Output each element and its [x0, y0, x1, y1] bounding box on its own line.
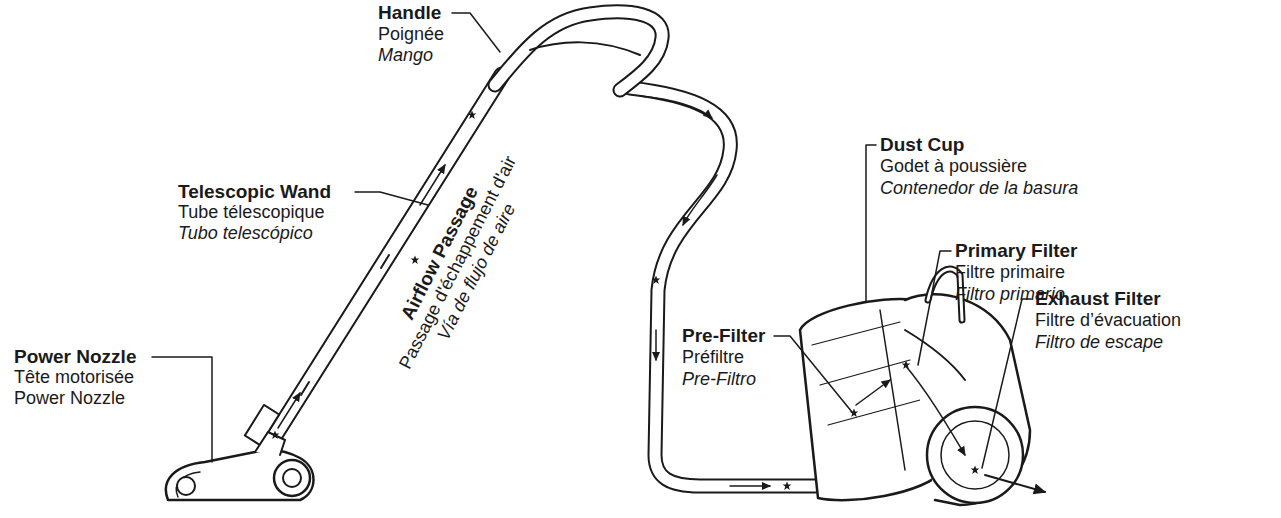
- part-name-es: Tubo telescópico: [178, 223, 313, 244]
- part-name-es: Power Nozzle: [14, 388, 125, 409]
- part-name: Power Nozzle: [14, 346, 136, 367]
- part-name-fr: Tube télescopique: [178, 202, 324, 223]
- part-name: Pre-Filter: [682, 325, 765, 346]
- part-name-es: Mango: [378, 45, 433, 66]
- part-name-fr: Poignée: [378, 24, 444, 45]
- part-name: Dust Cup: [880, 134, 964, 155]
- part-name: Handle: [378, 2, 441, 23]
- part-name: Airflow Passage: [353, 96, 526, 408]
- part-name: Primary Filter: [955, 240, 1078, 261]
- part-name-fr: Préfiltre: [682, 347, 744, 368]
- part-name-fr: Godet à poussière: [880, 156, 1027, 177]
- part-name-es: Pre-Filtro: [682, 369, 756, 390]
- part-name-fr: Filtre d’évacuation: [1035, 310, 1181, 331]
- part-name-es: Contenedor de la basura: [880, 178, 1078, 199]
- part-name: Exhaust Filter: [1035, 288, 1161, 309]
- part-name-fr: Filtre primaire: [955, 262, 1065, 283]
- part-name: Telescopic Wand: [178, 181, 331, 202]
- part-name-fr: Tête motorisée: [14, 367, 134, 388]
- part-name-es: Filtro de escape: [1035, 332, 1163, 353]
- part-name-es: Vía de flujo de aire: [390, 115, 563, 427]
